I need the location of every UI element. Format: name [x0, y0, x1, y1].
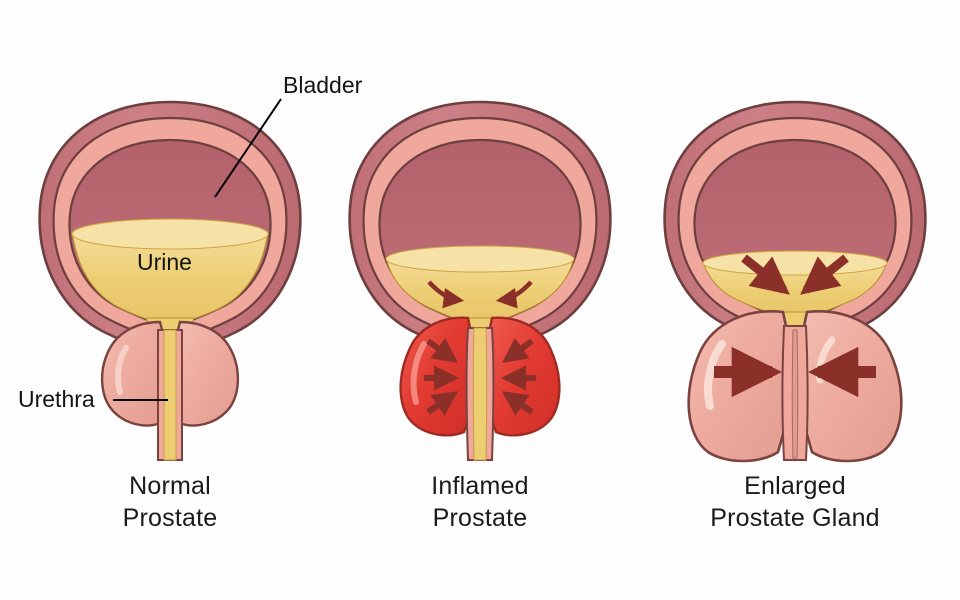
prostate-lobe-highlight — [410, 341, 427, 405]
caption-line-2: Prostate — [432, 504, 528, 532]
compression-arrow-right-upper[interactable] — [501, 337, 534, 363]
compression-arrow-right-lower[interactable] — [501, 391, 534, 416]
caption-enlarged-prostate: Enlarged Prostate Gland — [655, 470, 935, 534]
caption-line-2: Prostate Gland — [710, 504, 880, 532]
caption-line-1: Enlarged — [744, 472, 846, 500]
urethra-lumen — [163, 329, 177, 461]
urine-label: Urine — [137, 249, 192, 275]
panel-enlarged — [663, 100, 927, 463]
prostate-lobe-highlight — [115, 345, 129, 395]
panel-normal — [38, 98, 302, 461]
prostate-lobe-right — [176, 320, 240, 427]
neck-arrow-left[interactable] — [427, 280, 465, 309]
neck-arrow-left[interactable] — [741, 254, 790, 295]
compression-arrow-left-upper[interactable] — [426, 337, 459, 363]
bladder-label: Bladder — [283, 72, 363, 98]
prostate-lobe-right — [802, 310, 903, 463]
urine-surface — [71, 218, 269, 250]
urine-surface — [702, 250, 888, 276]
caption-line-1: Normal — [129, 472, 211, 500]
bladder-leader-line — [214, 98, 282, 198]
panel-inflamed — [348, 100, 612, 461]
caption-normal-prostate: Normal Prostate — [40, 470, 300, 534]
neck-arrow-right[interactable] — [495, 280, 533, 309]
prostate-lobe-left — [687, 310, 788, 463]
urethra-lumen — [472, 327, 488, 461]
prostate-lobe-left — [100, 320, 164, 427]
compression-arrow-left-lower[interactable] — [426, 391, 459, 416]
urethra-lumen-compressed — [791, 329, 799, 459]
urethra-label: Urethra — [18, 386, 95, 412]
prostate-lobe-highlight-left — [704, 340, 726, 410]
neck-arrow-right[interactable] — [800, 254, 849, 295]
caption-line-2: Prostate — [122, 504, 218, 532]
caption-inflamed-prostate: Inflamed Prostate — [350, 470, 610, 534]
caption-line-1: Inflamed — [431, 472, 529, 500]
urine-surface — [385, 245, 575, 273]
